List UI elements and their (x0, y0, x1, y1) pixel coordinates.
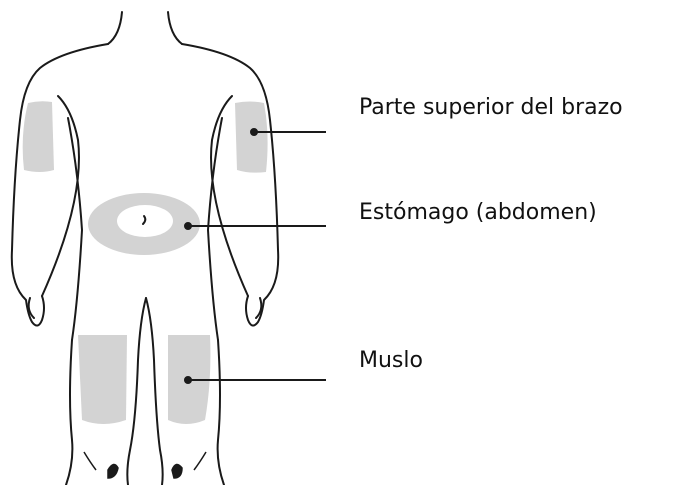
zone-upper-arm-right (235, 102, 268, 173)
left-leg-inner (127, 298, 146, 485)
label-abdomen: Estómago (abdomen) (359, 202, 597, 224)
zone-thigh-left (78, 335, 127, 424)
knee-right-outer (194, 452, 206, 470)
left-torso (68, 118, 82, 340)
leader-thigh-dot (185, 377, 191, 383)
knee-details (84, 452, 206, 478)
left-arm-outer (12, 44, 108, 326)
knee-right-mark (172, 464, 182, 478)
navel (143, 216, 145, 224)
knee-left-mark (108, 464, 118, 478)
label-upper-arm: Parte superior del brazo (359, 97, 623, 119)
leader-abdomen-dot (185, 223, 191, 229)
zone-upper-arm-left (23, 101, 54, 172)
right-torso (208, 118, 222, 340)
right-leg-outer (218, 340, 224, 485)
label-thigh: Muslo (359, 350, 423, 372)
right-arm-outer (182, 44, 278, 326)
injection-zones (23, 101, 268, 424)
left-leg-outer (66, 340, 72, 485)
right-leg-inner (146, 298, 163, 485)
leader-upper-arm-dot (251, 129, 257, 135)
neck-left (108, 12, 122, 44)
knee-left-outer (84, 452, 96, 470)
neck-right (168, 12, 182, 44)
